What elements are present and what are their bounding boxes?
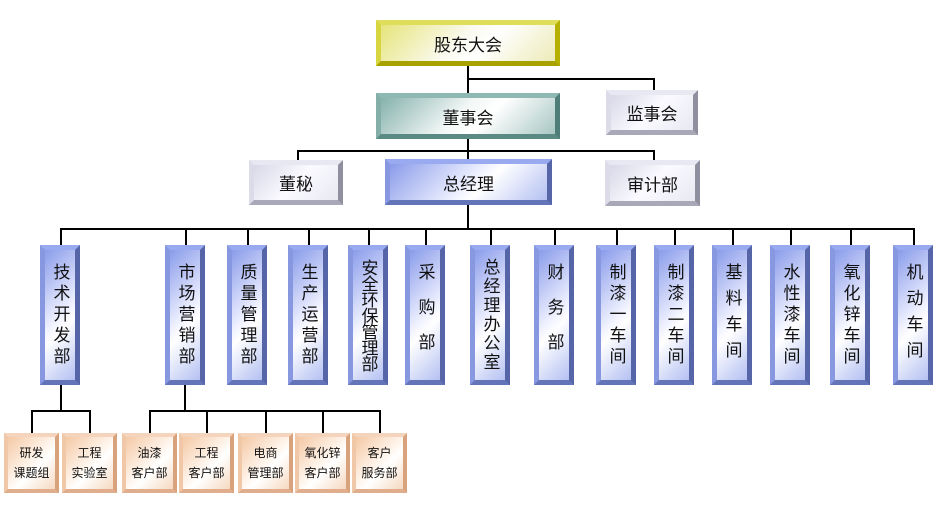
connector-line — [467, 205, 469, 228]
department-box[interactable]: 水性漆车间 — [770, 245, 810, 385]
box-label: 董秘 — [279, 175, 313, 195]
connector-line — [425, 228, 427, 245]
sub-unit-label: 研发 — [19, 446, 44, 460]
connector-line — [368, 228, 370, 245]
sub-unit-label: 实验室 — [71, 466, 108, 480]
department-label: 总经理办公室 — [479, 258, 500, 372]
connector-line — [60, 228, 914, 230]
department-label: 氧化锌车间 — [839, 262, 860, 368]
department-box[interactable]: 氧化锌车间 — [830, 245, 870, 385]
connector-line — [490, 228, 492, 245]
connector-line — [149, 410, 380, 412]
connector-line — [265, 410, 267, 433]
department-label: 机动车间 — [902, 263, 923, 367]
sub-unit-label: 客户 — [367, 446, 392, 460]
box-label: 股东大会 — [434, 35, 502, 56]
connector-line — [467, 78, 654, 80]
shareholders-box[interactable]: 股东大会 — [376, 20, 560, 66]
department-box[interactable]: 市场营销部 — [165, 245, 205, 385]
connector-line — [297, 150, 654, 152]
department-box[interactable]: 质量管理部 — [227, 245, 267, 385]
sub-unit-box[interactable]: 工程客户部 — [179, 433, 234, 493]
box-label: 审计部 — [627, 175, 678, 196]
department-label: 生产运营部 — [297, 262, 318, 368]
sub-unit-box[interactable]: 客户服务部 — [352, 433, 407, 493]
audit-box[interactable]: 审计部 — [605, 160, 700, 206]
connector-line — [297, 150, 299, 160]
sub-unit-label: 课题组 — [13, 466, 50, 480]
sub-unit-box[interactable]: 工程实验室 — [62, 433, 117, 493]
department-label: 制漆二车间 — [663, 262, 684, 368]
connector-line — [31, 410, 33, 433]
department-box[interactable]: 总经理办公室 — [470, 245, 510, 385]
sub-unit-box[interactable]: 油漆客户部 — [122, 433, 177, 493]
sub-unit-label: 客户部 — [188, 466, 225, 480]
department-box[interactable]: 基料车间 — [712, 245, 752, 385]
sub-unit-label: 服务部 — [361, 466, 398, 480]
sub-unit-label: 电商 — [253, 446, 278, 460]
connector-line — [467, 66, 469, 93]
sub-unit-label: 氧化锌 — [304, 446, 341, 460]
department-label: 质量管理部 — [236, 262, 257, 368]
department-label: 基料车间 — [721, 263, 742, 367]
department-box[interactable]: 安全环保管理部 — [348, 245, 388, 385]
board-box[interactable]: 董事会 — [376, 93, 560, 139]
department-label: 水性漆车间 — [779, 262, 800, 368]
department-label: 安全环保管理部 — [357, 259, 378, 371]
connector-line — [184, 385, 186, 410]
department-label: 市场营销部 — [174, 262, 195, 368]
department-box[interactable]: 制漆二车间 — [654, 245, 694, 385]
connector-line — [379, 410, 381, 433]
box-label: 总经理 — [443, 174, 494, 195]
sub-unit-box[interactable]: 研发课题组 — [4, 433, 59, 493]
department-label: 财务部 — [543, 262, 564, 368]
connector-line — [60, 228, 62, 245]
connector-line — [913, 228, 915, 245]
department-box[interactable]: 技术开发部 — [40, 245, 80, 385]
department-label: 制漆一车间 — [605, 262, 626, 368]
connector-line — [790, 228, 792, 245]
sub-unit-label: 工程 — [194, 446, 219, 460]
connector-line — [653, 78, 655, 90]
connector-line — [149, 410, 151, 433]
connector-line — [674, 228, 676, 245]
sub-unit-box[interactable]: 电商管理部 — [238, 433, 293, 493]
department-box[interactable]: 生产运营部 — [288, 245, 328, 385]
department-box[interactable]: 采购部 — [405, 245, 445, 385]
sub-unit-label: 油漆 — [137, 446, 162, 460]
sub-unit-box[interactable]: 氧化锌客户部 — [295, 433, 350, 493]
connector-line — [850, 228, 852, 245]
box-label: 监事会 — [626, 105, 678, 125]
connector-line — [31, 410, 89, 412]
connector-line — [322, 410, 324, 433]
connector-line — [554, 228, 556, 245]
department-box[interactable]: 机动车间 — [893, 245, 933, 385]
connector-line — [653, 150, 655, 160]
connector-line — [185, 228, 187, 245]
department-box[interactable]: 制漆一车间 — [596, 245, 636, 385]
connector-line — [247, 228, 249, 245]
connector-line — [60, 385, 62, 410]
sub-unit-label: 管理部 — [247, 466, 284, 480]
connector-line — [308, 228, 310, 245]
box-label: 董事会 — [442, 108, 494, 129]
general-manager-box[interactable]: 总经理 — [385, 159, 552, 205]
department-label: 采购部 — [414, 262, 435, 368]
sub-unit-label: 客户部 — [304, 466, 341, 480]
sub-unit-label: 客户部 — [131, 466, 168, 480]
connector-line — [616, 228, 618, 245]
board-secretary-box[interactable]: 董秘 — [249, 160, 343, 205]
connector-line — [206, 410, 208, 433]
connector-line — [89, 410, 91, 433]
department-label: 技术开发部 — [49, 262, 70, 368]
connector-line — [732, 228, 734, 245]
supervisors-box[interactable]: 监事会 — [606, 90, 698, 135]
sub-unit-label: 工程 — [77, 446, 102, 460]
connector-line — [467, 139, 469, 159]
department-box[interactable]: 财务部 — [534, 245, 574, 385]
